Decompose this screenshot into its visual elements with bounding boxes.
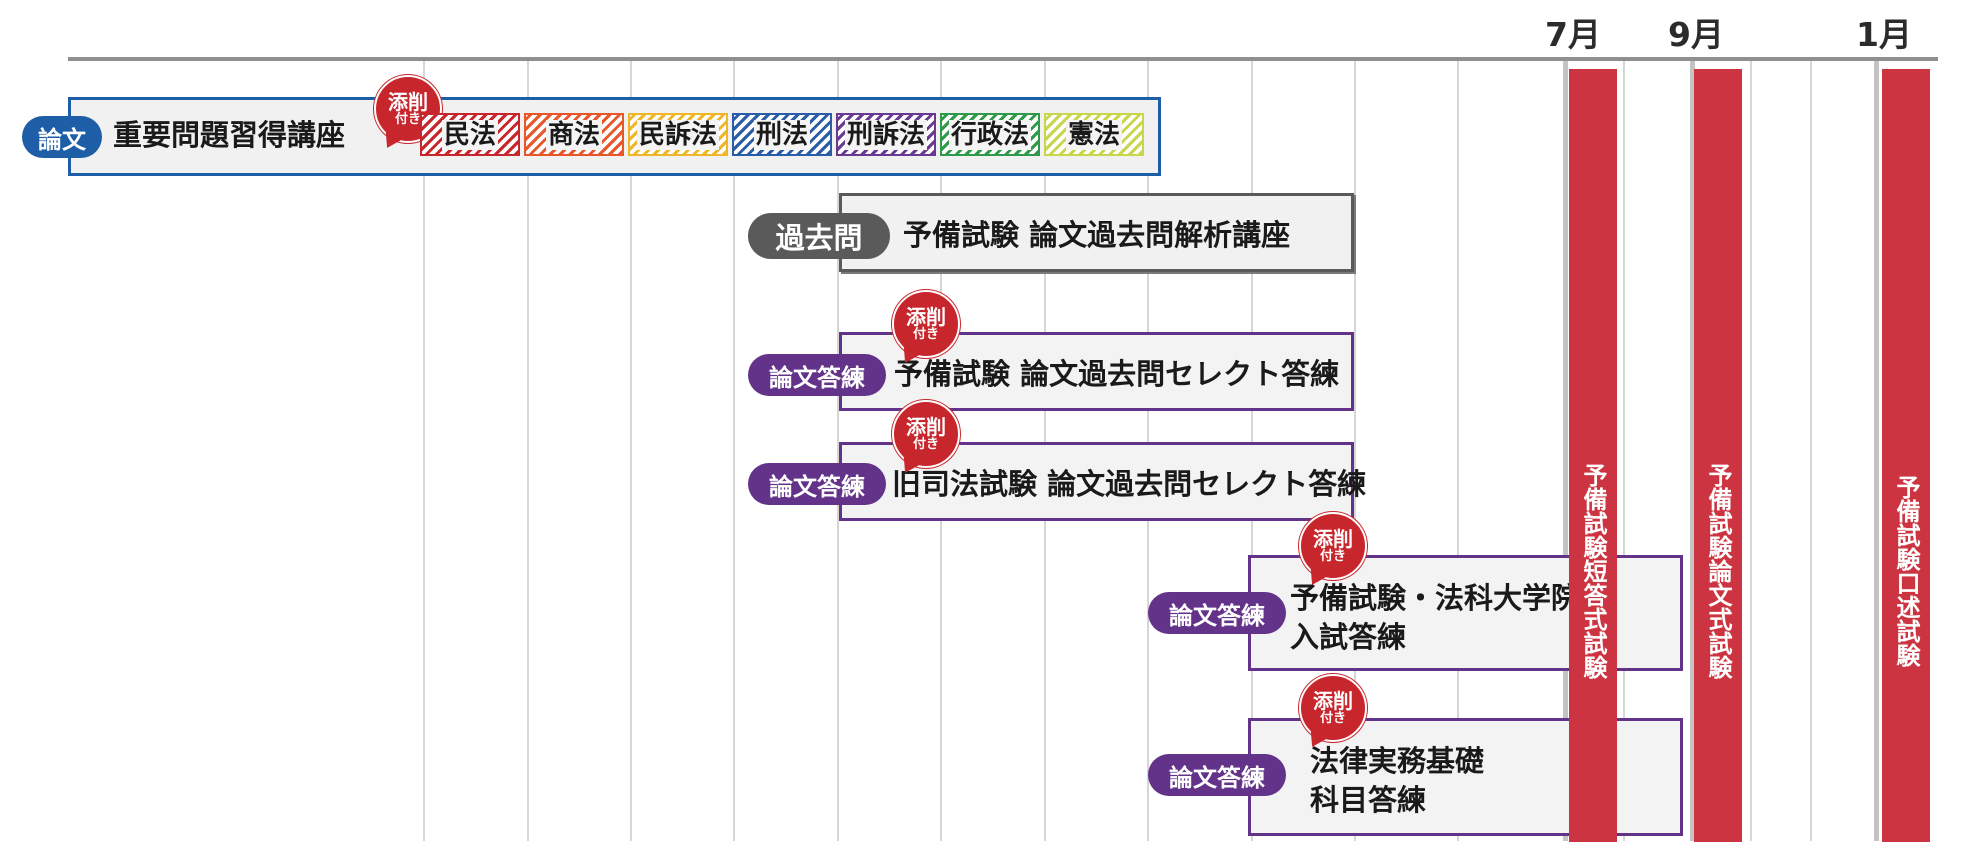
grid-line-january [1874, 61, 1879, 841]
month-label-january: 1月 [1856, 15, 1912, 54]
grid-line [733, 61, 735, 841]
grid-line [527, 61, 529, 841]
subject-label: 憲法 [1065, 119, 1122, 150]
grid-line [423, 61, 425, 841]
course-title-lawschool-entrance-line2: 入試答練 [1290, 620, 1407, 654]
exam-bar-oral: 予備試験口述試験 [1882, 69, 1930, 842]
correction-badge: 添削 付き [892, 290, 960, 358]
subject-chip: 刑法 [732, 113, 832, 156]
badge-subtext: 付き [912, 326, 939, 342]
exam-bar-essay: 予備試験論文式試験 [1694, 69, 1742, 842]
subject-chip: 憲法 [1044, 113, 1144, 156]
grid-line-september [1690, 61, 1695, 841]
course-tag-ronbun-toren: 論文答練 [748, 463, 886, 505]
subject-label: 行政法 [948, 119, 1031, 150]
course-tag-ronbun-toren: 論文答練 [1148, 754, 1286, 796]
grid-line [1354, 61, 1356, 841]
correction-badge: 添削 付き [1299, 674, 1367, 742]
subject-chip: 行政法 [940, 113, 1040, 156]
course-title-kyushiho-select: 旧司法試験 論文過去問セレクト答練 [892, 467, 1367, 501]
badge-subtext: 付き [912, 436, 939, 452]
badge-text: 添削 [1313, 688, 1353, 713]
grid-line [1457, 61, 1459, 841]
course-tag-ronbun-toren: 論文答練 [1148, 592, 1286, 634]
course-title-lawschool-entrance-line1: 予備試験・法科大学院 [1290, 581, 1581, 615]
exam-bar-short-answer: 予備試験短答式試験 [1569, 69, 1617, 842]
subject-chip: 民訴法 [628, 113, 728, 156]
subject-label: 民訴法 [636, 119, 719, 150]
badge-text: 添削 [388, 89, 428, 114]
badge-text: 添削 [906, 414, 946, 439]
grid-line [1810, 61, 1812, 841]
course-title-essential-problems: 重要問題習得講座 [113, 118, 346, 152]
subject-label: 刑訴法 [844, 119, 927, 150]
subject-chip: 刑訴法 [836, 113, 936, 156]
course-tag-ronbun: 論文 [22, 116, 102, 158]
badge-subtext: 付き [1319, 548, 1346, 564]
subject-label: 商法 [545, 119, 602, 150]
course-tag-kakomon: 過去問 [748, 213, 890, 259]
subject-label: 刑法 [753, 119, 810, 150]
month-label-september: 9月 [1668, 15, 1724, 54]
course-title-yobi-select: 予備試験 論文過去問セレクト答練 [894, 357, 1340, 391]
timeline-axis [68, 57, 1938, 61]
badge-subtext: 付き [1319, 710, 1346, 726]
correction-badge: 添削 付き [1299, 512, 1367, 580]
badge-subtext: 付き [394, 111, 421, 127]
subject-chip: 商法 [524, 113, 624, 156]
correction-badge: 添削 付き [374, 75, 442, 143]
course-tag-ronbun-toren: 論文答練 [748, 354, 886, 396]
course-title-legal-practice-line2: 科目答練 [1310, 783, 1427, 817]
correction-badge: 添削 付き [892, 400, 960, 468]
grid-line-july [1563, 61, 1568, 841]
badge-text: 添削 [1313, 526, 1353, 551]
grid-line [837, 61, 839, 841]
month-label-july: 7月 [1545, 15, 1601, 54]
grid-line [630, 61, 632, 841]
course-title-legal-practice-line1: 法律実務基礎 [1310, 744, 1485, 778]
badge-text: 添削 [906, 304, 946, 329]
grid-line [1750, 61, 1752, 841]
grid-line [1623, 61, 1625, 841]
course-title-past-exam-analysis: 予備試験 論文過去問解析講座 [903, 218, 1291, 252]
subject-label: 民法 [441, 119, 498, 150]
subject-chip: 民法 [420, 113, 520, 156]
